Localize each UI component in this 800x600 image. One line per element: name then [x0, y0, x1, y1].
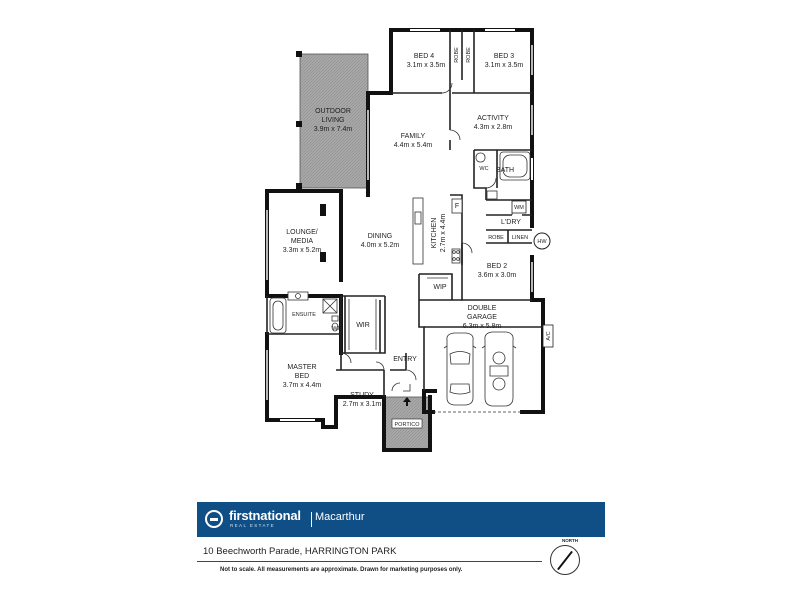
internal-walls	[266, 30, 543, 397]
robe-label-b: ROBE	[466, 47, 472, 63]
bed4-size: 3.1m x 3.5m	[407, 62, 446, 69]
garage-label-2: GARAGE	[467, 314, 497, 321]
ensuite-label: ENSUITE	[292, 312, 316, 318]
family-label: FAMILY	[401, 133, 426, 140]
compass-needle	[557, 550, 573, 571]
outdoor-posts	[296, 51, 326, 262]
kitchen-fixtures	[412, 197, 463, 279]
lounge-label-1: LOUNGE/	[286, 229, 318, 236]
outdoor-label-1: OUTDOOR	[315, 108, 351, 115]
study-size: 2.7m x 3.1m	[343, 401, 382, 408]
fridge-label: F	[455, 203, 459, 210]
agency-brand-sub: REAL ESTATE	[230, 523, 276, 528]
garage-cars	[433, 331, 522, 413]
property-address: 10 Beechworth Parade, HARRINGTON PARK	[203, 546, 397, 557]
north-compass-icon	[550, 545, 580, 575]
robe-label-a: ROBE	[454, 47, 460, 63]
bed4-label: BED 4	[414, 53, 434, 60]
bathroom-fixtures	[269, 151, 531, 334]
dining-label: DINING	[368, 233, 393, 240]
master-label-1: MASTER	[287, 364, 316, 371]
door-swings	[340, 82, 523, 392]
agency-banner: firstnational REAL ESTATE Macarthur	[197, 502, 605, 537]
master-label-2: BED	[295, 373, 309, 380]
disclaimer-text: Not to scale. All measurements are appro…	[220, 567, 463, 573]
entry-label: ENTRY	[393, 356, 417, 363]
outdoor-living-area	[299, 53, 369, 189]
bed3-size: 3.1m x 3.5m	[485, 62, 524, 69]
wc-upper-label: WC	[479, 166, 488, 172]
wir-shelving	[348, 299, 377, 350]
kitchen-label: KITCHEN	[431, 218, 438, 249]
ac-label: A/C	[546, 331, 552, 340]
wip-label: WIP	[433, 284, 447, 291]
agency-office: Macarthur	[315, 511, 365, 523]
bed2-size: 3.6m x 3.0m	[478, 272, 517, 279]
activity-size: 4.3m x 2.8m	[474, 124, 513, 131]
linen-label: LINEN	[512, 235, 528, 241]
wm-label: WM	[514, 205, 524, 211]
hot-water-unit-icon	[533, 232, 551, 250]
lounge-label-2: MEDIA	[291, 238, 314, 245]
footer-divider	[197, 561, 542, 562]
washing-machine-icon	[511, 200, 527, 214]
outdoor-size: 3.9m x 7.4m	[314, 126, 353, 133]
garage-size: 6.3m x 5.8m	[463, 323, 502, 330]
garage-label-1: DOUBLE	[468, 305, 497, 312]
master-size: 3.7m x 4.4m	[283, 382, 322, 389]
lounge-size: 3.3m x 5.2m	[283, 247, 322, 254]
activity-label: ACTIVITY	[477, 115, 509, 122]
kitchen-size: 2.7m x 4.4m	[440, 214, 447, 253]
family-size: 4.4m x 5.4m	[394, 142, 433, 149]
portico-label: PORTICO	[395, 422, 421, 428]
bed2-label: BED 2	[487, 263, 507, 270]
robe-label-c: ROBE	[488, 235, 504, 241]
brand-divider	[311, 512, 312, 527]
study-label: STUDY	[350, 392, 374, 399]
wir-label: WIR	[356, 322, 370, 329]
ac-unit-icon	[542, 324, 554, 348]
entry-arrow-icon	[403, 397, 411, 406]
room-labels: BED 4 3.1m x 3.5m BED 3 3.1m x 3.5m ROBE…	[283, 47, 552, 429]
outdoor-label-2: LIVING	[322, 117, 345, 124]
bath-label: BATH	[496, 167, 514, 174]
bed3-label: BED 3	[494, 53, 514, 60]
wc-lower-label: WC	[332, 326, 341, 332]
north-label: NORTH	[562, 538, 578, 543]
hw-label: HW	[537, 239, 547, 245]
agency-logo-icon	[205, 510, 223, 528]
dining-size: 4.0m x 5.2m	[361, 242, 400, 249]
laundry-label: L'DRY	[501, 219, 521, 226]
agency-brand: firstnational	[229, 508, 301, 523]
